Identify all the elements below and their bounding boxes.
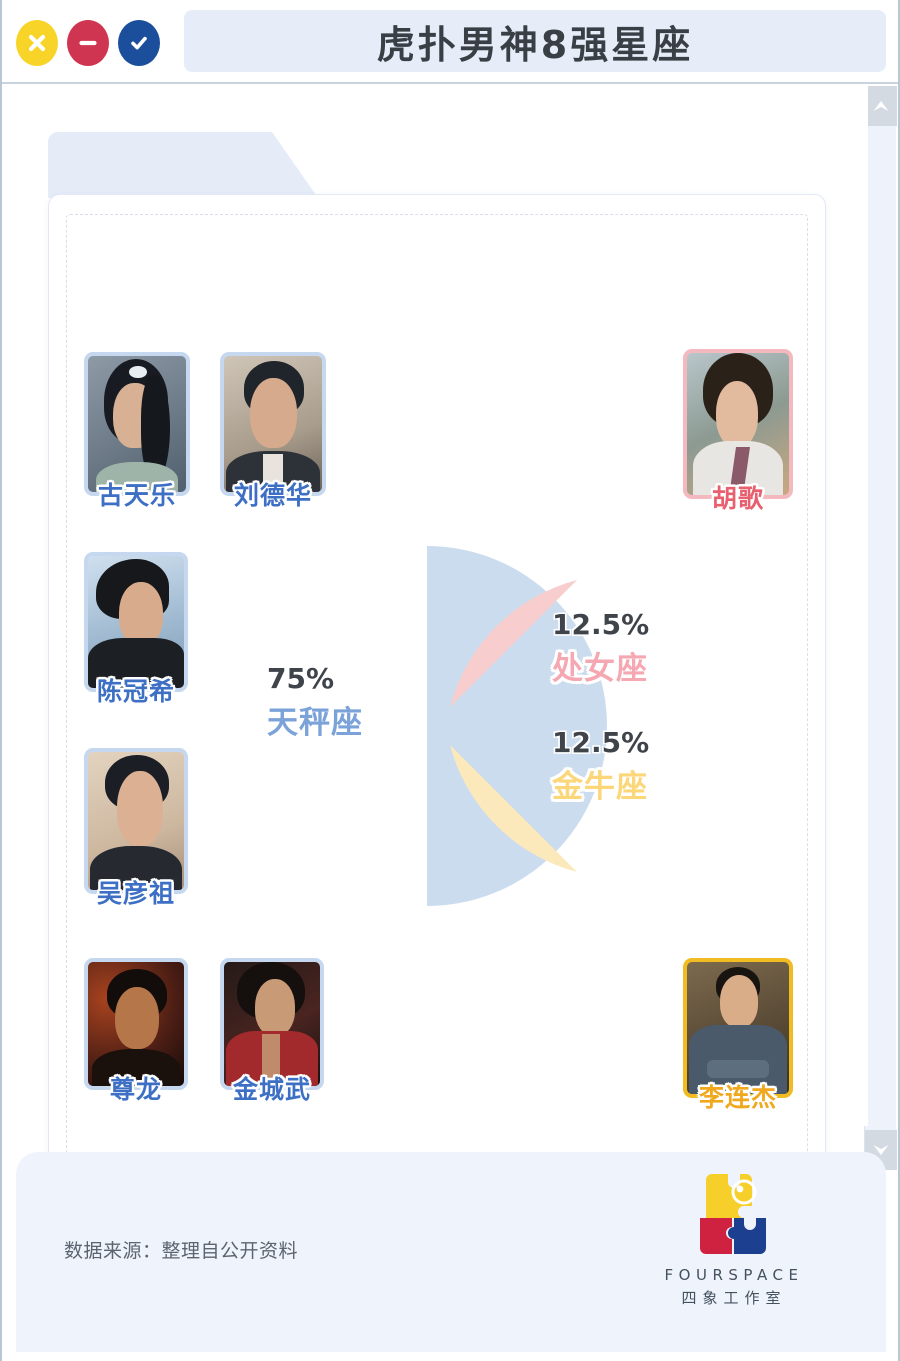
pie-slice-virgo[interactable]	[450, 580, 577, 707]
x-icon	[28, 34, 46, 52]
minimize-button[interactable]	[67, 20, 109, 66]
person-photo	[224, 356, 322, 492]
person-photo	[88, 962, 184, 1086]
person-photo	[687, 962, 789, 1094]
confirm-button[interactable]	[118, 20, 160, 66]
window-controls	[16, 20, 160, 66]
person-photo	[88, 752, 184, 890]
scroll-up-button[interactable]	[865, 86, 897, 126]
footer: 数据来源：整理自公开资料 FOURSPACE 四象工作室	[16, 1152, 886, 1352]
chevron-up-icon	[873, 101, 889, 111]
person-card[interactable]: 吴彦祖	[84, 748, 188, 908]
person-card[interactable]: 陈冠希	[84, 552, 188, 706]
chevron-down-icon	[873, 1145, 889, 1155]
person-photo	[88, 556, 184, 688]
person-card[interactable]: 李连杰	[683, 958, 793, 1112]
fourspace-logo: FOURSPACE 四象工作室	[644, 1168, 824, 1308]
person-photo	[687, 353, 789, 495]
page-title: 虎扑男神8强星座	[376, 22, 694, 67]
person-photo	[224, 962, 320, 1086]
pie-slice-taurus[interactable]	[450, 745, 577, 872]
content-area: 古天乐 刘德华 胡歌	[2, 86, 868, 1204]
pie-chart: 75% 天秤座 12.5% 处女座 12.5% 金牛座	[217, 526, 649, 926]
person-card[interactable]: 尊龙	[84, 958, 188, 1104]
logo-english-text: FOURSPACE	[664, 1266, 804, 1284]
person-card[interactable]: 古天乐	[84, 352, 190, 510]
vertical-scrollbar[interactable]	[864, 86, 897, 1170]
folder-tab	[48, 132, 318, 198]
person-card[interactable]: 金城武	[220, 958, 324, 1104]
person-card[interactable]: 刘德华	[220, 352, 326, 510]
minus-icon	[79, 40, 97, 46]
title-plate: 虎扑男神8强星座	[184, 10, 886, 72]
title-bar: 虎扑男神8强星座	[2, 0, 898, 84]
puzzle-logo-icon	[700, 1174, 766, 1254]
close-button[interactable]	[16, 20, 58, 66]
check-icon	[131, 36, 147, 50]
logo-chinese-text: 四象工作室	[681, 1289, 787, 1307]
pie-chart-svg	[427, 546, 607, 906]
person-card[interactable]: 胡歌	[683, 349, 793, 513]
data-source-text: 数据来源：整理自公开资料	[64, 1240, 299, 1262]
pie-slice-libra[interactable]	[427, 546, 607, 906]
person-photo	[88, 356, 186, 492]
